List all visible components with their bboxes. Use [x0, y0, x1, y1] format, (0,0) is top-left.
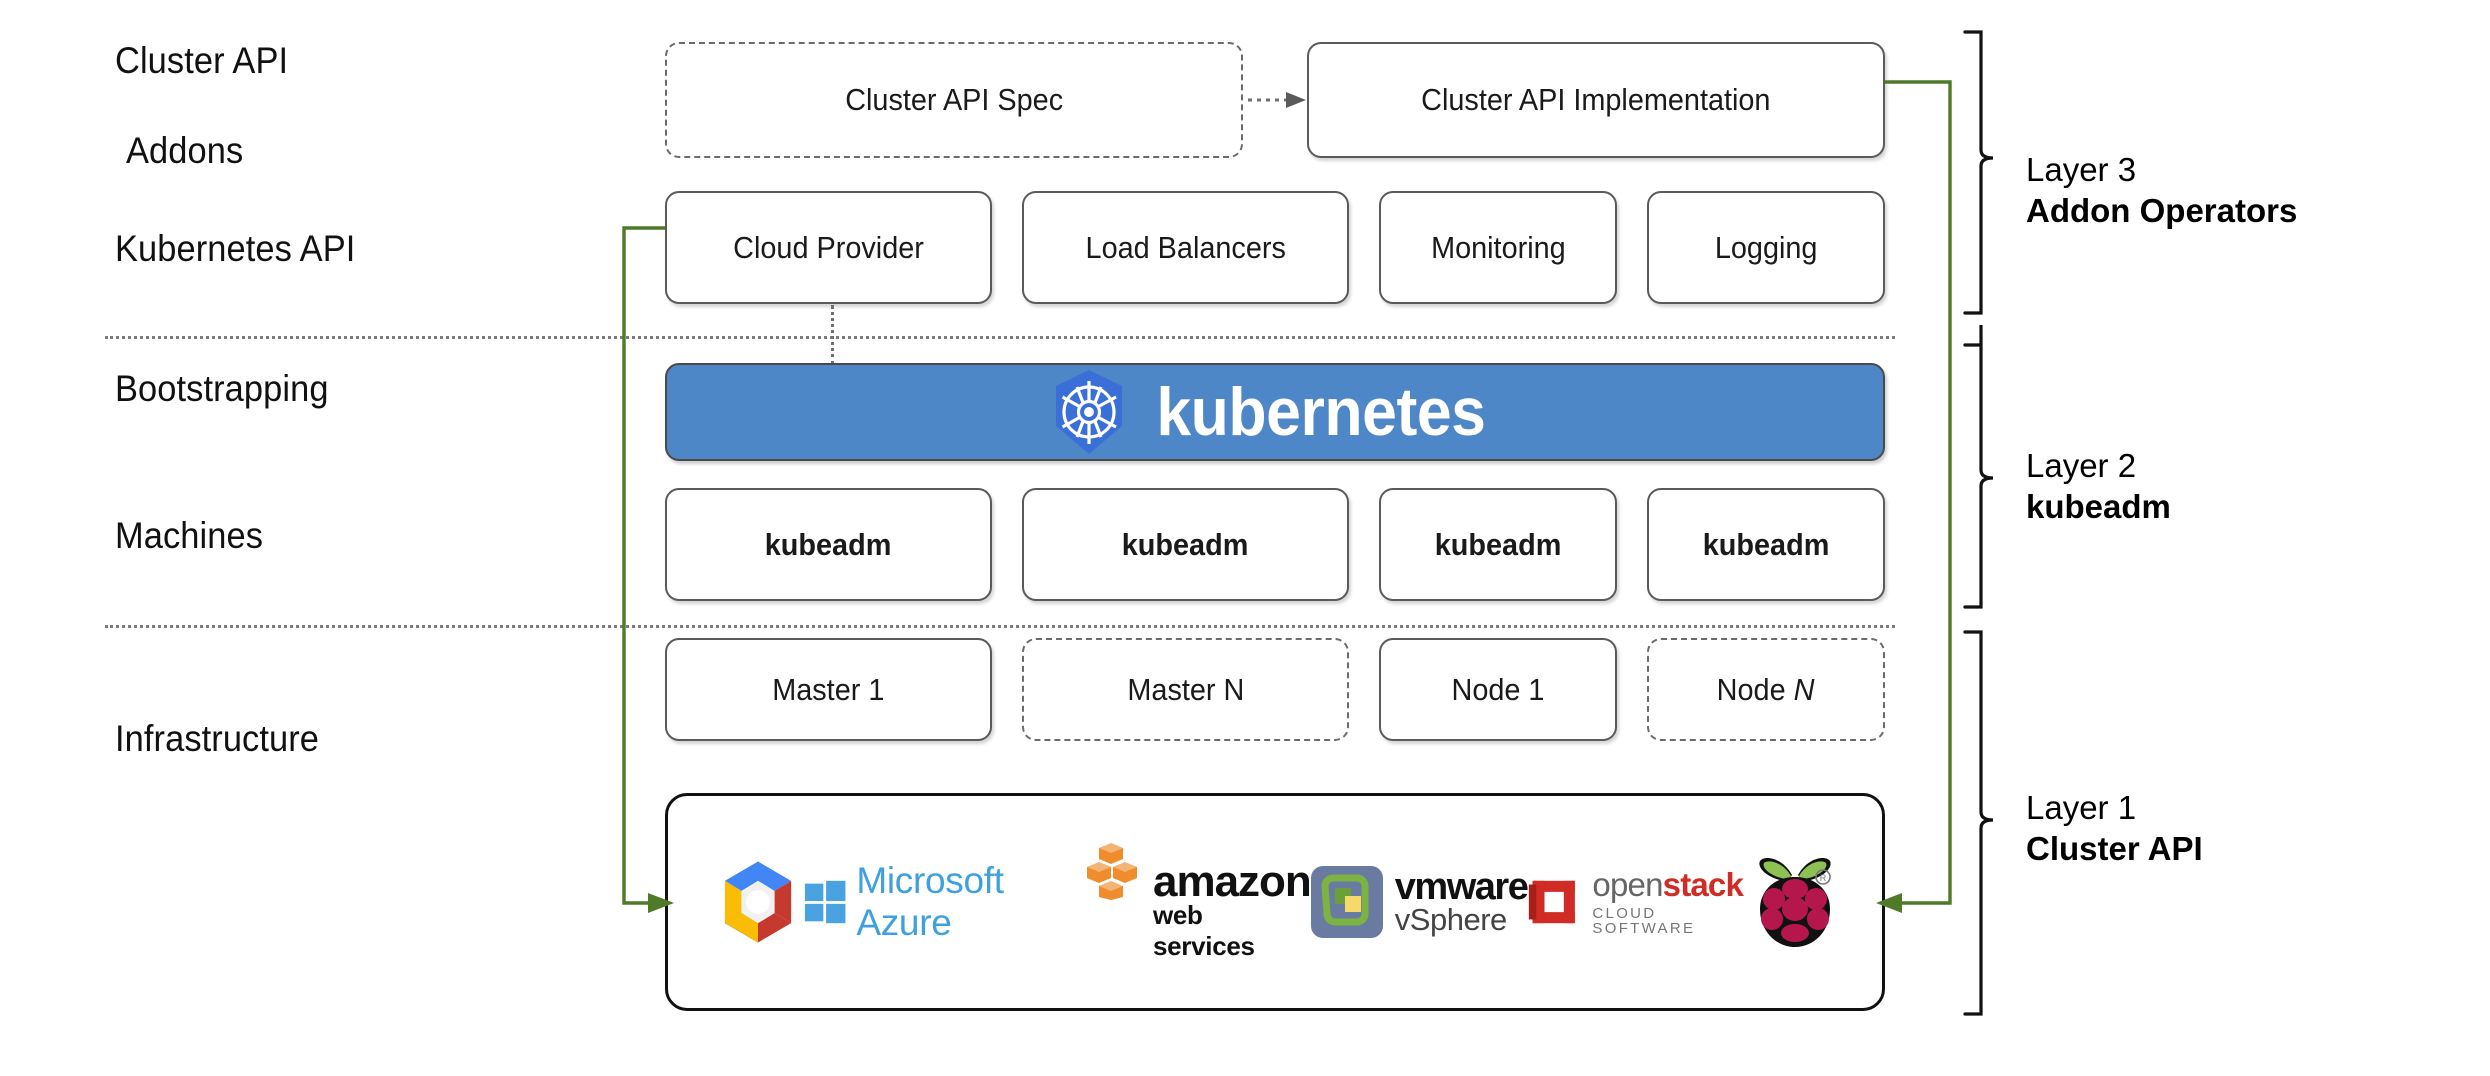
svg-text:R: R [1820, 873, 1827, 883]
amazon-web-services-logo: amazon web services [1086, 842, 1312, 962]
google-cloud-platform-logo [712, 856, 804, 948]
layer-brace-2 [1963, 325, 1994, 609]
addon-label-logging: Logging [1714, 229, 1818, 265]
row-label-infrastructure: Infrastructure [115, 718, 320, 759]
arrow-spec-to-implementation [1248, 92, 1306, 108]
green-connector-left [622, 226, 665, 905]
machine-label-node-n: Node N [1717, 671, 1815, 707]
openstack-tagline: CLOUD SOFTWARE [1592, 905, 1696, 937]
bootstrap-label-2: kubeadm [1122, 526, 1249, 562]
cluster-api-spec-box[interactable]: Cluster API Spec [665, 42, 1243, 158]
layer-2-name: kubeadm [2026, 487, 2171, 525]
machine-box-master-n[interactable]: Master N [1022, 638, 1349, 741]
microsoft-azure-logo: Microsoft Azure [804, 860, 1087, 944]
cluster-api-implementation-box[interactable]: Cluster API Implementation [1307, 42, 1885, 158]
row-label-cluster-api: Cluster API [115, 40, 289, 81]
row-label-bootstrapping: Bootstrapping [115, 368, 329, 409]
layer-1-number: Layer 1 [2026, 789, 2137, 826]
openstack-wordmark-stack: stack [1662, 866, 1744, 903]
vmware-wordmark: vmware [1394, 866, 1529, 909]
addon-box-load-balancers[interactable]: Load Balancers [1022, 191, 1349, 304]
bootstrap-box-1[interactable]: kubeadm [665, 488, 992, 601]
machine-box-master-1[interactable]: Master 1 [665, 638, 992, 741]
openstack-logo: openstack CLOUD SOFTWARE [1527, 868, 1752, 936]
addon-label-cloud-provider: Cloud Provider [733, 229, 924, 265]
cluster-api-spec-label: Cluster API Spec [845, 82, 1063, 117]
vsphere-wordmark: vSphere [1394, 902, 1507, 938]
bootstrap-label-3: kubeadm [1434, 526, 1562, 562]
layer-1-name: Cluster API [2026, 829, 2203, 867]
layer-3-number: Layer 3 [2026, 151, 2137, 188]
kubernetes-helm-wheel-icon [1050, 368, 1128, 456]
row-label-kubernetes-api: Kubernetes API [115, 228, 356, 269]
bootstrap-label-1: kubeadm [765, 526, 892, 562]
openstack-wordmark-open: open [1592, 866, 1663, 903]
cluster-api-implementation-label: Cluster API Implementation [1421, 82, 1771, 117]
addon-box-cloud-provider[interactable]: Cloud Provider [665, 191, 992, 304]
machine-label-node-1: Node 1 [1451, 671, 1545, 707]
machine-label-master-n: Master N [1127, 671, 1244, 707]
layer-3-label: Layer 3 Addon Operators [2026, 150, 2297, 231]
kubernetes-wordmark: kubernetes [1156, 374, 1486, 450]
amazon-wordmark: amazon [1152, 856, 1312, 906]
bootstrap-label-4: kubeadm [1702, 526, 1830, 562]
layer-3-name: Addon Operators [2026, 191, 2298, 229]
machine-box-node-n[interactable]: Node N [1647, 638, 1885, 741]
aws-web-services-wordmark: web services [1152, 900, 1255, 961]
vmware-vsphere-logo: vmware vSphere [1310, 866, 1529, 938]
layer-brace-1 [1963, 630, 1994, 1016]
connector-cloud-provider-to-kubernetes [831, 305, 834, 365]
machine-label-master-1: Master 1 [772, 671, 885, 707]
row-label-addons: Addons [126, 130, 244, 171]
kubernetes-banner[interactable]: kubernetes [665, 363, 1885, 461]
bootstrap-box-4[interactable]: kubeadm [1647, 488, 1885, 601]
addon-label-monitoring: Monitoring [1430, 229, 1566, 265]
layer-1-label: Layer 1 Cluster API [2026, 788, 2203, 869]
addon-label-load-balancers: Load Balancers [1085, 229, 1286, 265]
divider-layer2-layer1 [105, 625, 1895, 628]
row-label-machines: Machines [115, 515, 264, 556]
addon-box-logging[interactable]: Logging [1647, 191, 1885, 304]
bootstrap-box-2[interactable]: kubeadm [1022, 488, 1349, 601]
divider-layer3-layer2 [105, 336, 1895, 339]
layer-brace-3 [1963, 30, 1994, 315]
addon-box-monitoring[interactable]: Monitoring [1379, 191, 1617, 304]
layer-2-label: Layer 2 kubeadm [2026, 446, 2171, 527]
green-connector-right [1885, 80, 1952, 905]
bootstrap-box-3[interactable]: kubeadm [1379, 488, 1617, 601]
raspberry-pi-logo: R [1752, 853, 1838, 951]
machine-box-node-1[interactable]: Node 1 [1379, 638, 1617, 741]
infrastructure-container[interactable]: Microsoft Azure [665, 793, 1885, 1011]
microsoft-azure-wordmark: Microsoft Azure [856, 860, 1004, 943]
layer-2-number: Layer 2 [2026, 447, 2137, 484]
